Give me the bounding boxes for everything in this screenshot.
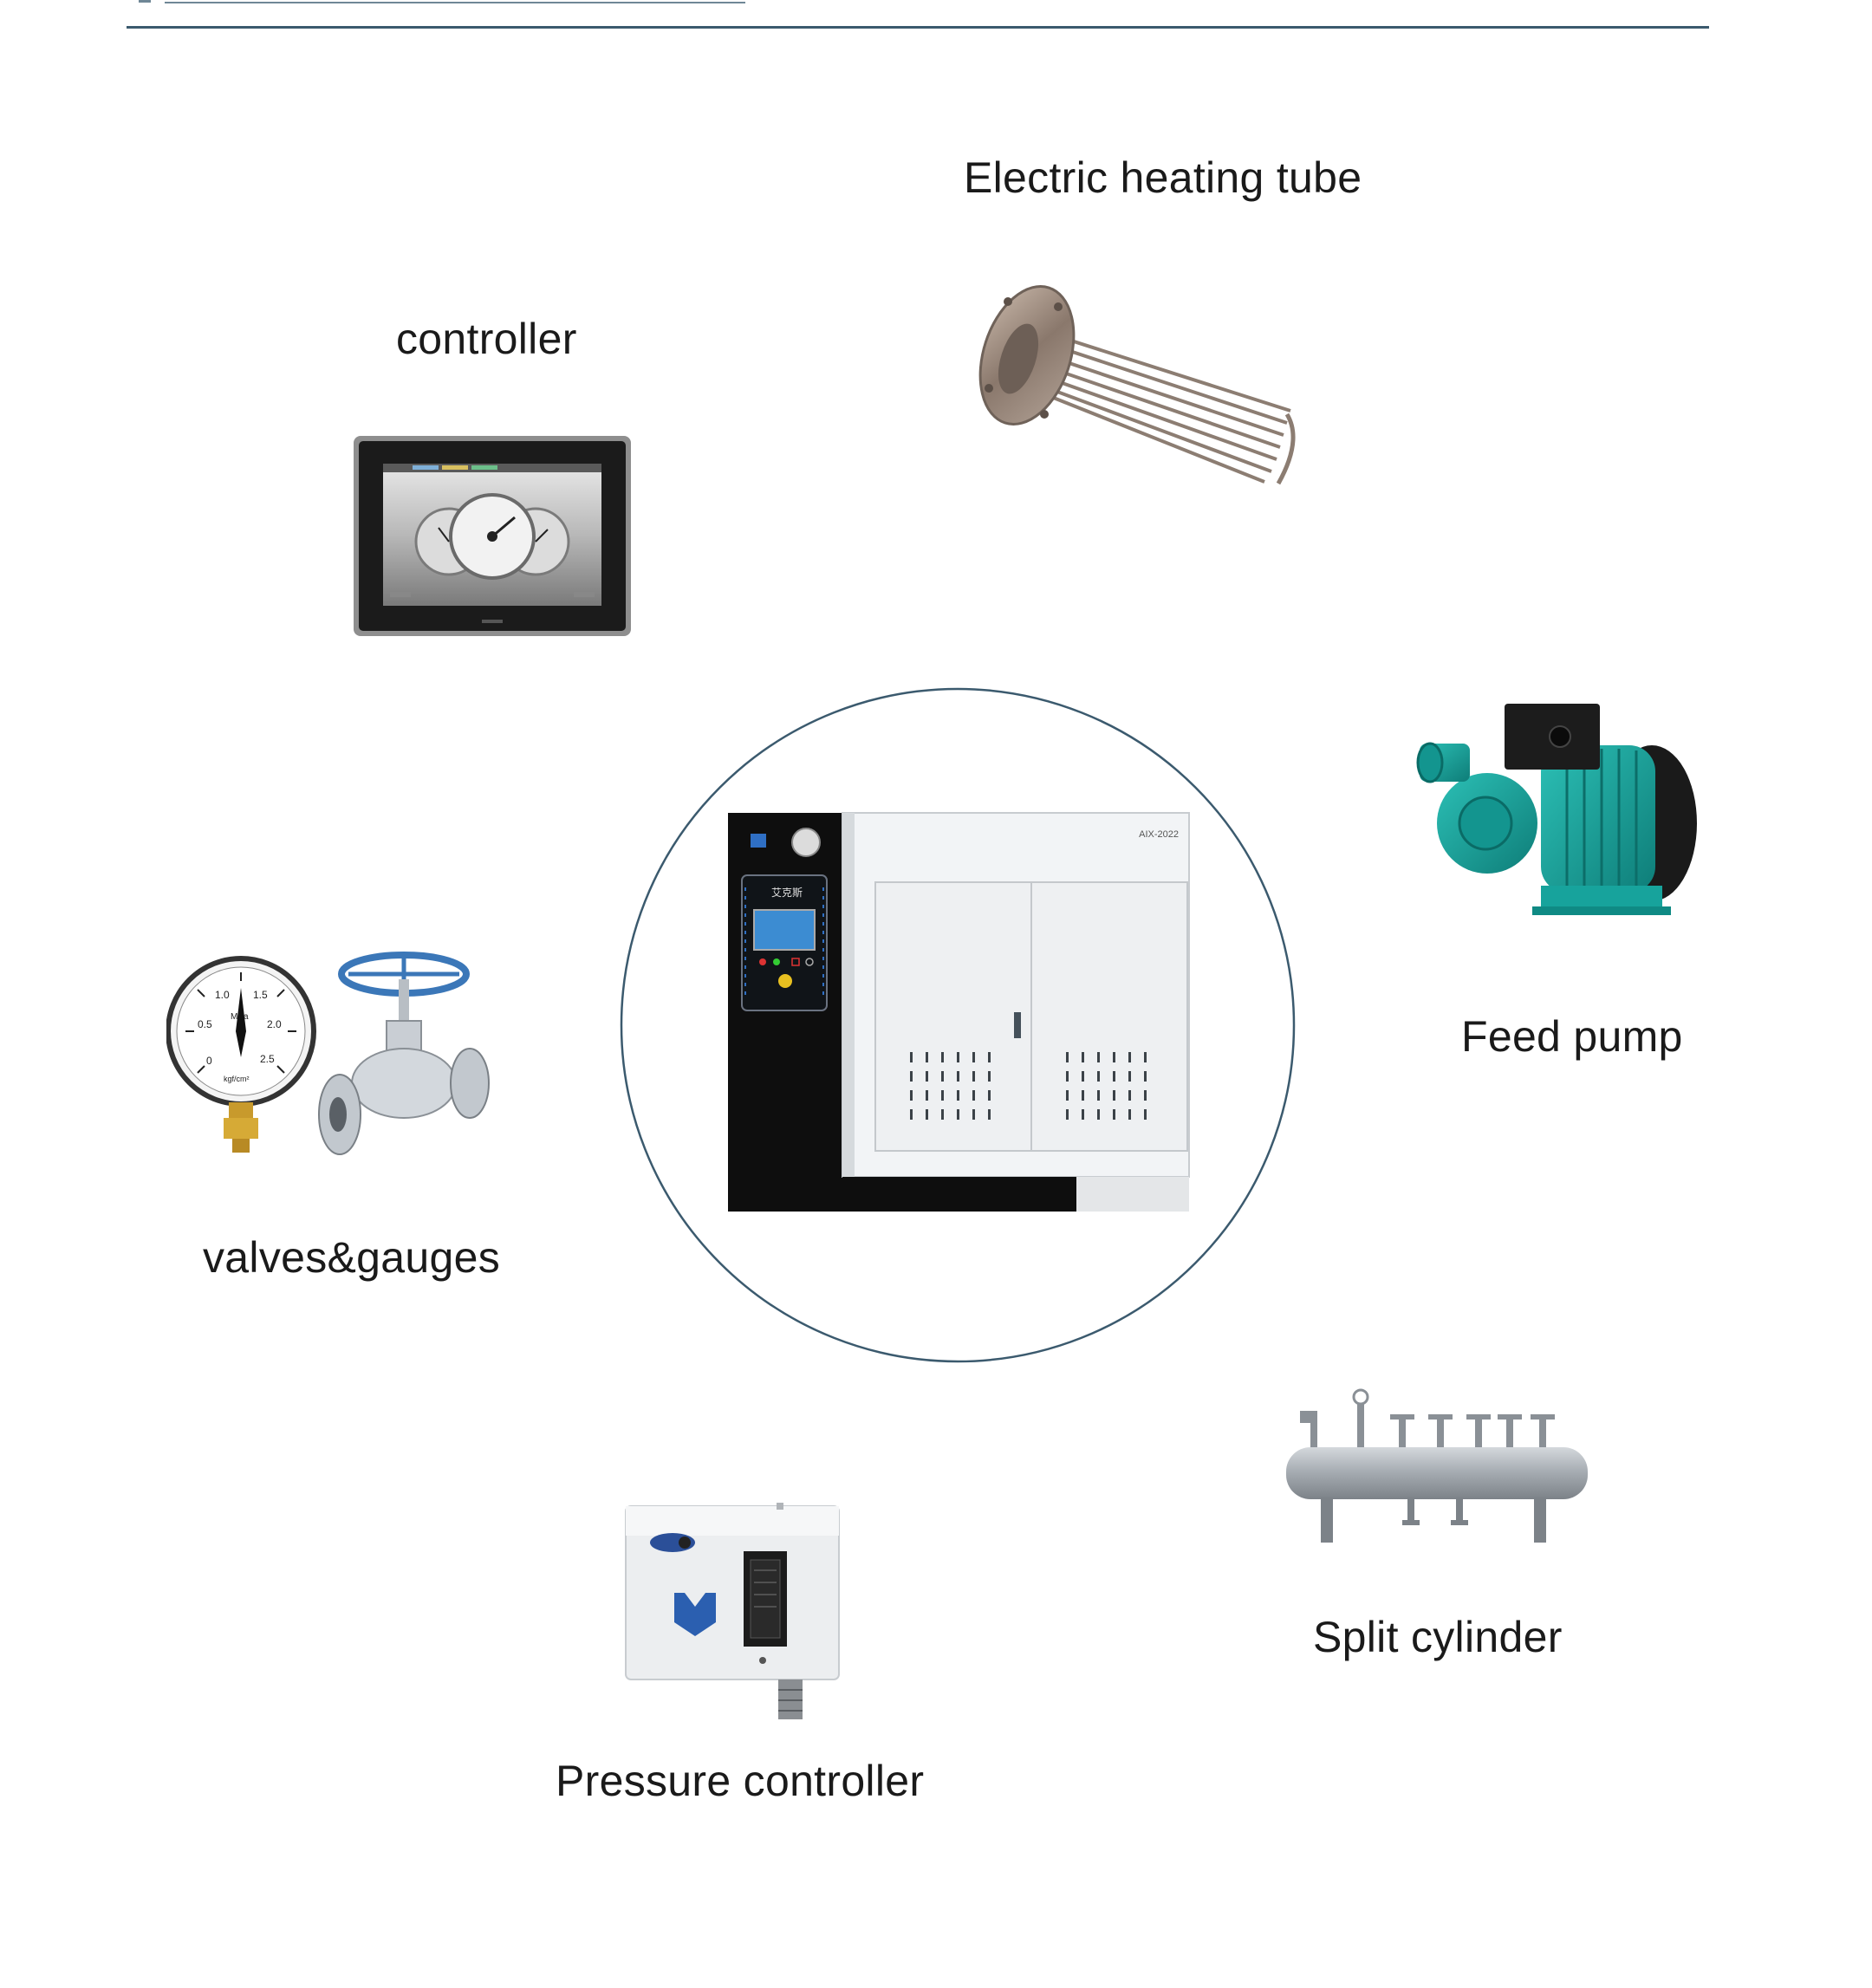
label-valves-gauges: valves&gauges bbox=[203, 1233, 501, 1282]
gauge-tick-20: 2.0 bbox=[267, 1018, 282, 1030]
central-circle bbox=[618, 685, 1297, 1365]
feed-pump-image bbox=[1411, 693, 1706, 936]
header-mark bbox=[139, 0, 151, 3]
label-feed-pump: Feed pump bbox=[1461, 1012, 1683, 1061]
gauge-sub-unit: kgf/cm² bbox=[224, 1075, 250, 1083]
gauge-tick-10: 1.0 bbox=[215, 989, 230, 1001]
header-divider bbox=[127, 26, 1709, 29]
label-pressure-controller: Pressure controller bbox=[556, 1757, 925, 1805]
split-cylinder-image bbox=[1283, 1385, 1595, 1549]
pressure-controller-image bbox=[622, 1497, 844, 1725]
boiler-brand-text: 艾克斯 bbox=[771, 887, 803, 899]
valves-gauges-image: 0 0.5 1.0 1.5 2.0 2.5 MPa kgf/cm² bbox=[166, 945, 496, 1170]
gauge-tick-15: 1.5 bbox=[253, 989, 268, 1001]
gauge-tick-0: 0 bbox=[206, 1055, 212, 1067]
boiler-model-text: AIX-2022 bbox=[1139, 829, 1179, 840]
header-underline bbox=[165, 2, 745, 3]
controller-image bbox=[352, 434, 633, 638]
label-controller: controller bbox=[396, 315, 577, 363]
label-split-cylinder: Split cylinder bbox=[1313, 1613, 1563, 1661]
gauge-tick-05: 0.5 bbox=[198, 1018, 212, 1030]
boiler-image: AIX-2022 艾克斯 bbox=[719, 801, 1205, 1234]
electric-heating-tube-image bbox=[958, 276, 1304, 510]
gauge-tick-25: 2.5 bbox=[260, 1053, 275, 1065]
label-electric-heating-tube: Electric heating tube bbox=[964, 153, 1362, 202]
